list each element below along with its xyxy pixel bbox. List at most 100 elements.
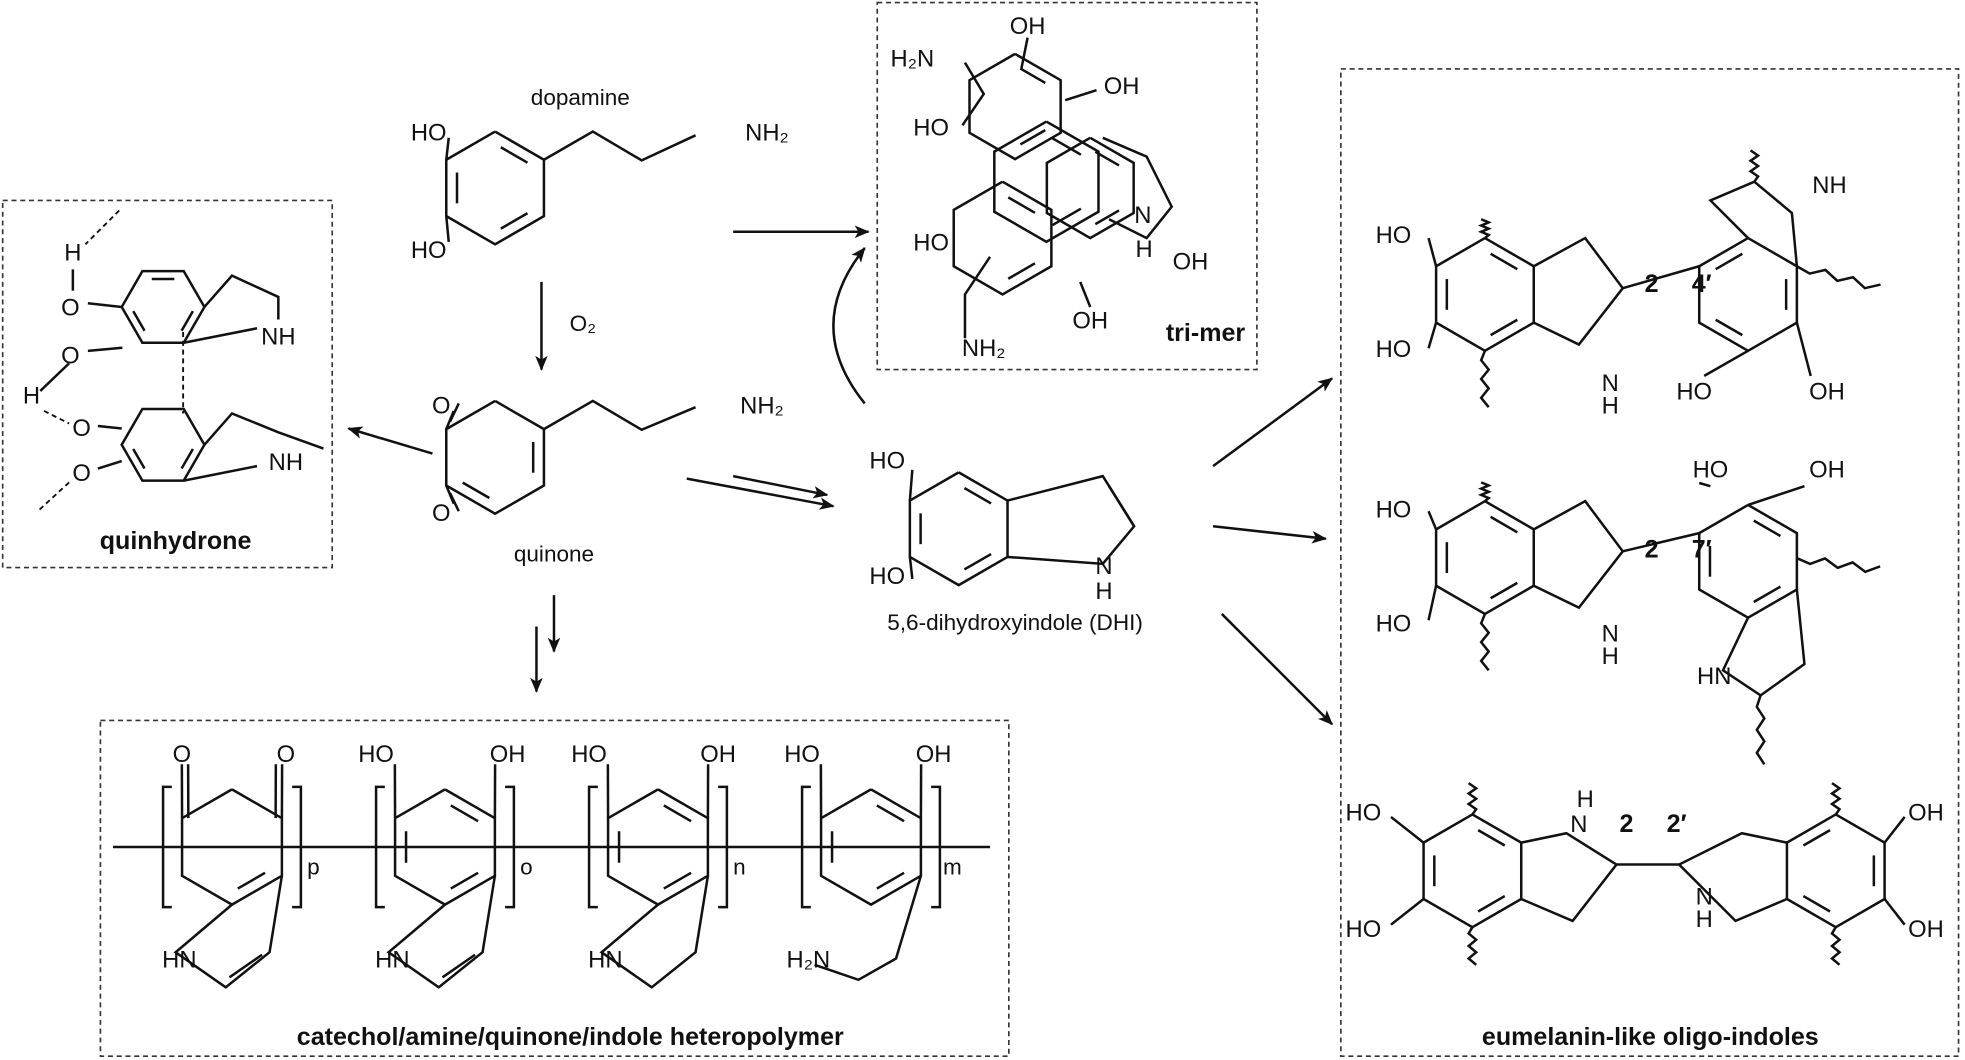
indole-benzene-ring-double-bond (1490, 515, 1518, 534)
polymer-subscript: m (943, 855, 962, 880)
dimer-2-right-ring-double-bond (1802, 895, 1831, 913)
dimer-4-atom: NH (1812, 172, 1846, 199)
bond (1020, 37, 1029, 70)
o-h-bond (39, 362, 70, 392)
dopamine-side-chain (543, 130, 697, 162)
quinhydrone-atom: O (61, 295, 80, 322)
quinone-ring (445, 399, 546, 516)
dimer-2-atom: H (1696, 906, 1713, 933)
dimer-2-atom: OH (1908, 916, 1944, 943)
quinhydrone-bottom-ring-double-bond (180, 448, 194, 470)
quinhydrone-atom: H (64, 240, 81, 267)
dimer-7-position-atom: 7′ (1692, 536, 1712, 564)
dimer-4-atom: N (1602, 370, 1619, 397)
dhi-pyrrole-ring (1007, 474, 1136, 566)
dimer-7-position-atom: 2 (1645, 536, 1659, 564)
dimer-2-atom: N (1570, 811, 1587, 838)
bond (1064, 89, 1097, 102)
dimer-7-atom: HO (1693, 456, 1729, 483)
bond (87, 301, 122, 309)
trimer-ring-3-double-bond (1094, 209, 1120, 226)
polymer-subscript: o (520, 855, 533, 880)
pyrrole-double-bond (228, 953, 263, 979)
dopamine-atom: HO (411, 237, 447, 264)
heteropolymer-atom: HN (375, 946, 409, 973)
dimer-7-atom: HO (1376, 496, 1412, 523)
trimer-pyrrole (1102, 136, 1174, 240)
oxygen-reagent: O₂ (570, 311, 596, 336)
dimer-2-right-ring (1785, 813, 1886, 929)
dhi-benzene-ring-double-bond (963, 552, 992, 571)
dimer-7-ring-double-bond (1753, 585, 1782, 604)
wavy-bond (1829, 782, 1842, 816)
heteropolymer-atom: HO (784, 741, 820, 768)
dimer-4-atom: HO (1676, 379, 1712, 406)
wavy-bond (1466, 782, 1479, 816)
quinhydrone-top-ring (120, 269, 206, 345)
dhi-atom: HO (869, 563, 905, 590)
wavy-bond (1755, 695, 1766, 765)
trimer-ring-2-double-bond (1007, 196, 1036, 214)
polymer-unit-ring-2-double-bond (663, 804, 692, 823)
wavy-bond (1830, 926, 1842, 966)
dimer-2-left-pyrrole (1520, 831, 1619, 923)
quinone-side-chain (543, 399, 697, 432)
dhi-name: 5,6-dihydroxyindole (DHI) (887, 610, 1143, 635)
wavy-bond (1477, 218, 1492, 240)
dimer-4-atom: OH (1809, 379, 1845, 406)
quinhydrone-atom: H (23, 382, 40, 409)
polymer-pyrrole-ring (386, 875, 497, 989)
quinone-atom: O (432, 500, 451, 527)
dimer-7-atom: OH (1809, 456, 1845, 483)
dopamine-atom: NH₂ (745, 119, 789, 146)
bracket-right (505, 785, 516, 909)
quinone-to-dhi-arrow-2 (732, 474, 829, 499)
hydrogen-bond (43, 410, 70, 425)
bond (183, 464, 258, 482)
polymer-unit-ring-1-double-bond (450, 804, 479, 823)
trimer-ring-0-double-bond (1019, 129, 1046, 146)
trimer-ring-3-double-bond (1094, 150, 1120, 167)
bond (1427, 322, 1438, 349)
quinhydrone-box (1, 199, 334, 569)
bond (1427, 585, 1438, 621)
indole-benzene-ring (1434, 500, 1536, 616)
trimer-atom: OH (1104, 73, 1140, 100)
hydrogen-bond (84, 209, 120, 245)
heteropolymer-box (99, 719, 1010, 1058)
dhi-double-bond (1107, 485, 1136, 527)
polymer-pyrrole-ring (599, 875, 710, 989)
quinone-to-quinhydrone-arrow (347, 426, 433, 455)
wavy-bond (1796, 265, 1881, 290)
wavy-bond (1466, 926, 1479, 966)
bond (1390, 815, 1425, 844)
bond (97, 424, 122, 430)
dimer-7-atom: HN (1697, 663, 1731, 690)
quinone-atom: NH₂ (740, 392, 784, 419)
dimer-2-position-atom: 2 (1620, 810, 1634, 838)
quinone-name: quinone (514, 541, 594, 566)
polymer-amine-chain (814, 875, 923, 982)
dimer-2-position-atom: 2′ (1667, 810, 1687, 838)
bond (1079, 281, 1092, 308)
trimer-name: tri-mer (1166, 319, 1246, 347)
dhi-benzene-ring (908, 471, 1009, 587)
trimer-ring-1 (993, 120, 1100, 244)
bond (1390, 898, 1425, 926)
polymer-unit-ring-1-double-bond (450, 871, 479, 890)
hydrogen-bond (37, 481, 70, 512)
quinhydrone-top-ring-double-bond (180, 310, 194, 332)
indole-pyrrole-ring (1533, 499, 1625, 610)
dimer-4-ring (1697, 236, 1799, 353)
dopamine-name: dopamine (531, 85, 630, 110)
quinone-atom: O (432, 392, 451, 419)
quinhydrone-bottom-ring (120, 407, 206, 482)
dopamine-ring-double-bond (500, 212, 529, 230)
bond (961, 62, 986, 127)
dimer-4-atom: H (1602, 392, 1619, 419)
dhi-to-dimer-2-arrow (1220, 613, 1333, 726)
heteropolymer-atom: O (173, 741, 192, 768)
heteropolymer-atom: HN (162, 946, 196, 973)
bond (963, 256, 992, 339)
